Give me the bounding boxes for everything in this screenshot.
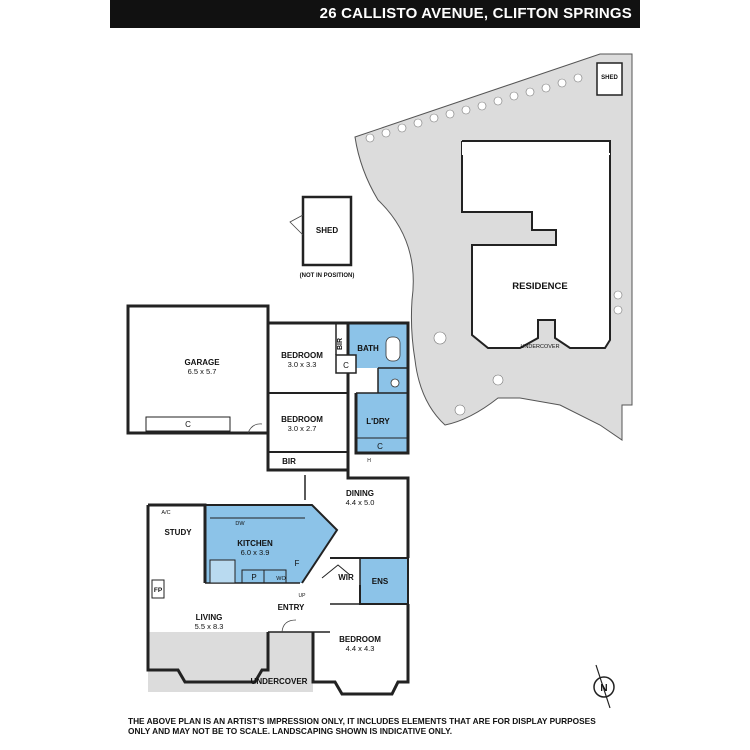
- living-dims: 5.5 x 8.3: [195, 622, 224, 631]
- site-trees: [365, 73, 623, 416]
- page-title: 26 CALLISTO AVENUE, CLIFTON SPRINGS: [319, 5, 632, 22]
- fireplace-label: FP: [154, 587, 163, 594]
- bedroom3-name: BEDROOM: [281, 415, 323, 424]
- title-bar: 26 CALLISTO AVENUE, CLIFTON SPRINGS: [110, 0, 640, 28]
- kitchen-dw: DW: [235, 521, 245, 527]
- ensuite-area: [360, 558, 407, 604]
- bedroom2-name: BEDROOM: [281, 351, 323, 360]
- laundry-label: L'DRY: [366, 417, 390, 426]
- disclaimer-line-1: THE ABOVE PLAN IS AN ARTIST'S IMPRESSION…: [128, 716, 596, 726]
- site-shed-label: SHED: [601, 75, 618, 81]
- garage-name: GARAGE: [184, 358, 220, 367]
- up-label: UP: [299, 593, 307, 599]
- site-shed-box: [596, 62, 623, 96]
- dining-name: DINING: [346, 489, 374, 498]
- study-label: STUDY: [164, 528, 192, 537]
- site-plan: SHED RESIDENCE UNDERCOVER: [354, 53, 633, 441]
- site-undercover-label: UNDERCOVER: [520, 344, 559, 350]
- disclaimer-line-2: ONLY AND MAY NOT BE TO SCALE. LANDSCAPIN…: [128, 726, 453, 736]
- master-name: BEDROOM: [339, 635, 381, 644]
- north-compass: N: [593, 664, 615, 709]
- kitchen-p: P: [251, 573, 256, 582]
- linen-cupboard: C: [343, 361, 349, 370]
- undercover-label: UNDERCOVER: [251, 677, 308, 686]
- bedroom3-dims: 3.0 x 2.7: [288, 424, 317, 433]
- detached-shed: SHED (NOT IN POSITION): [289, 195, 355, 279]
- ensuite-label: ENS: [372, 577, 389, 586]
- kitchen-area: [205, 505, 337, 583]
- kitchen-wo: WO: [276, 576, 286, 582]
- garage-cupboard: C: [185, 420, 191, 429]
- house-plan: [126, 304, 410, 696]
- kitchen-name: KITCHEN: [237, 539, 273, 548]
- dining-dims: 4.4 x 5.0: [346, 498, 375, 507]
- compass-n: N: [600, 683, 607, 694]
- shed-note: (NOT IN POSITION): [300, 273, 355, 279]
- bir-top: BIR: [337, 338, 344, 350]
- residence-label: RESIDENCE: [512, 281, 567, 292]
- bedroom2-dims: 3.0 x 3.3: [288, 360, 317, 369]
- master-dims: 4.4 x 4.3: [346, 644, 375, 653]
- ac-label: A/C: [161, 510, 170, 516]
- kitchen-dims: 6.0 x 3.9: [241, 548, 270, 557]
- residence-outline: [461, 141, 611, 349]
- wir-label: WIR: [338, 573, 354, 582]
- shed-label: SHED: [316, 226, 338, 235]
- laundry-h: H: [367, 458, 371, 464]
- room-labels: GARAGE 6.5 x 5.7 C BEDROOM 3.0 x 3.3 BED…: [154, 338, 391, 686]
- laundry-area: [356, 393, 408, 453]
- living-name: LIVING: [196, 613, 223, 622]
- kitchen-f: F: [295, 559, 300, 568]
- laundry-cupboard: C: [377, 442, 383, 451]
- entry-label: ENTRY: [278, 603, 305, 612]
- disclaimer: THE ABOVE PLAN IS AN ARTIST'S IMPRESSION…: [128, 716, 596, 736]
- garage-dims: 6.5 x 5.7: [188, 367, 217, 376]
- bir-bottom: BIR: [282, 457, 296, 466]
- bath-label: BATH: [357, 344, 379, 353]
